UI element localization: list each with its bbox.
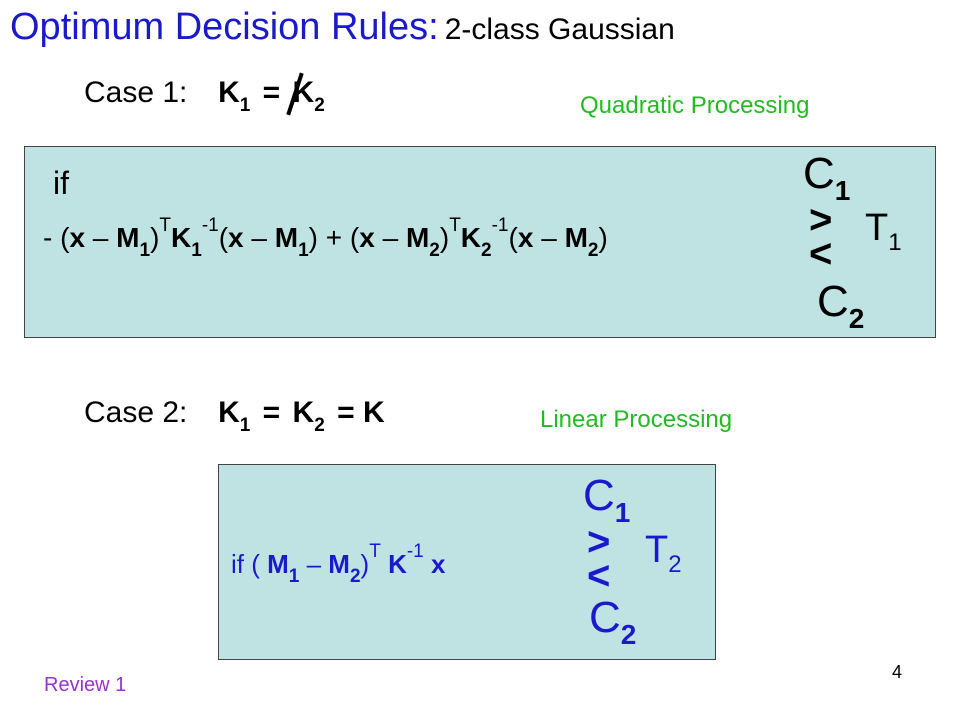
c1-letter: C — [803, 149, 835, 198]
less-than-linear: < — [587, 554, 611, 598]
case2-heading: Case 2: K1 = K2 = K — [84, 396, 385, 437]
l-m2: 2 — [349, 566, 361, 587]
f-K1: K — [171, 222, 192, 253]
less-than: < — [809, 232, 833, 276]
case2-k2: K — [292, 396, 315, 429]
t2-sub: 2 — [668, 551, 682, 578]
case2-k2-sub: 2 — [314, 415, 325, 436]
f-inv2: -1 — [491, 215, 509, 236]
f-x3: x — [359, 222, 375, 253]
l-close: ) — [360, 549, 370, 579]
t1-sub: 1 — [888, 229, 902, 256]
c2-letter: C — [817, 277, 849, 326]
f-dash1: – — [85, 222, 117, 253]
f-k1: 1 — [191, 240, 202, 261]
greater-than-linear: > — [587, 520, 611, 564]
l-K: K — [388, 549, 407, 579]
linear-formula: if ( M1 – M2)T K-1 x — [231, 541, 445, 588]
class1-label-linear: C1 — [583, 471, 630, 529]
lc2-sub: 2 — [620, 619, 637, 650]
quadratic-rule-box: if - (x – M1)TK1-1(x – M1) + (x – M2)TK2… — [24, 146, 936, 338]
l-x: x — [430, 549, 446, 579]
c1-sub: 1 — [834, 175, 851, 206]
t1-letter: T — [865, 207, 889, 249]
f-dash3: – — [374, 222, 406, 253]
linear-tag: Linear Processing — [540, 406, 733, 433]
f-m1b: 1 — [298, 240, 309, 261]
f-open2: ( — [218, 222, 229, 253]
case2-eq: = — [262, 396, 281, 429]
case1-label: Case 1: — [84, 76, 188, 109]
f-minus: - ( — [43, 222, 70, 253]
case2-k1: K — [218, 396, 240, 429]
l-dash: – — [299, 549, 329, 579]
f-T: T — [159, 215, 171, 236]
case1-heading: Case 1: K1 = K2 — [84, 76, 325, 117]
f-M1b: M — [274, 222, 299, 253]
f-M2: M — [405, 222, 430, 253]
lc2-letter: C — [589, 593, 621, 642]
case1-k1: K — [218, 76, 240, 109]
case1-neq: = — [262, 76, 281, 109]
l-M2: M — [328, 549, 350, 579]
f-close4: ) — [598, 222, 608, 253]
case2-label: Case 2: — [84, 396, 188, 429]
case2-k1-sub: 1 — [239, 415, 251, 436]
f-T2: T — [449, 215, 461, 236]
class2-label-linear: C2 — [589, 593, 636, 651]
l-if: if ( — [231, 549, 260, 579]
l-M1: M — [267, 549, 289, 579]
f-close1: ) — [150, 222, 160, 253]
f-x2: x — [228, 222, 244, 253]
c2-sub: 2 — [848, 303, 865, 334]
f-m2b: 2 — [587, 240, 599, 261]
case1-k1-sub: 1 — [239, 95, 251, 116]
quadratic-tag: Quadratic Processing — [580, 92, 810, 119]
l-m1: 1 — [288, 566, 300, 587]
f-m2: 2 — [429, 240, 440, 261]
threshold-t2: T2 — [645, 529, 682, 579]
page-number: 4 — [892, 662, 903, 682]
f-x4: x — [517, 222, 534, 253]
slide-title: Optimum Decision Rules:2-class Gaussian — [10, 6, 675, 49]
f-plus: ) + ( — [308, 222, 360, 253]
f-open4: ( — [508, 222, 518, 253]
f-x1: x — [69, 222, 86, 253]
case1-k2-sub: 2 — [314, 95, 325, 116]
case2-eq-k: = K — [337, 396, 385, 429]
f-M1: M — [116, 222, 140, 253]
title-main: Optimum Decision Rules: — [10, 6, 439, 48]
f-K2: K — [460, 222, 482, 253]
f-close3: ) — [439, 222, 450, 253]
f-k2: 2 — [481, 240, 492, 261]
title-sub: 2-class Gaussian — [444, 13, 675, 46]
class1-label: C1 — [803, 149, 850, 207]
quadratic-formula: - (x – M1)TK1-1(x – M1) + (x – M2)TK2-1(… — [43, 215, 608, 262]
review-label: Review 1 — [44, 674, 127, 696]
class2-label: C2 — [817, 277, 864, 335]
threshold-t1: T1 — [865, 207, 902, 257]
t2-letter: T — [645, 529, 669, 571]
f-inv: -1 — [201, 215, 219, 236]
lc1-letter: C — [583, 471, 615, 520]
f-dash4: – — [533, 222, 565, 253]
f-M2b: M — [564, 222, 588, 253]
if-label: if — [53, 165, 69, 201]
l-inv: -1 — [406, 541, 424, 562]
linear-rule-box: if ( M1 – M2)T K-1 x C1 > < T2 C2 — [218, 464, 716, 660]
lc1-sub: 1 — [614, 497, 631, 528]
f-dash2: – — [243, 222, 275, 253]
greater-than: > — [809, 198, 833, 242]
l-T: T — [369, 541, 381, 562]
f-m1: 1 — [139, 240, 151, 261]
